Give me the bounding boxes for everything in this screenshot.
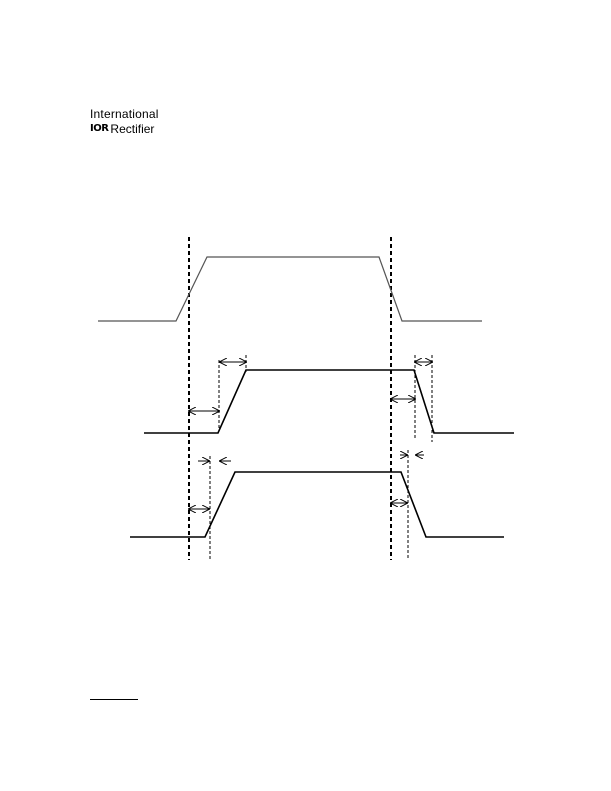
output-waveform-2 [130, 471, 504, 538]
logo-line-international: International [90, 107, 159, 121]
footnote-divider [90, 699, 138, 700]
input-waveform [98, 256, 482, 322]
logo-line-rectifier: IOR Rectifier [90, 123, 159, 135]
output-waveform-1 [144, 369, 514, 434]
ior-mark: IOR [90, 123, 109, 134]
international-rectifier-logo: International IOR Rectifier [90, 108, 159, 135]
logo-rectifier-text: Rectifier [110, 122, 155, 136]
